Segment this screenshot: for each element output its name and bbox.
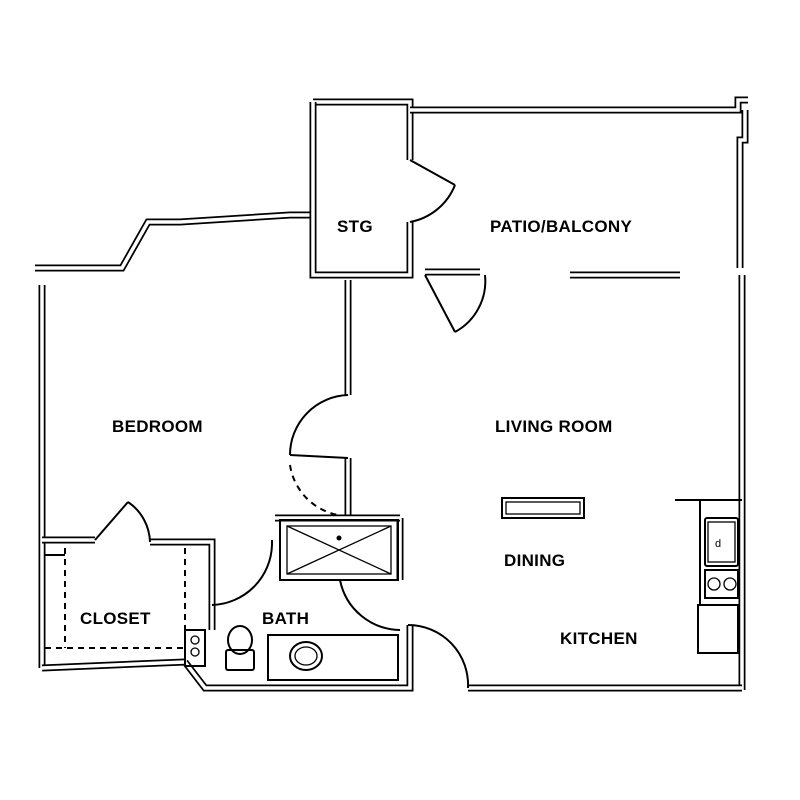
label-patio: PATIO/BALCONY [490, 217, 632, 236]
label-bedroom: BEDROOM [112, 417, 203, 436]
walls [35, 96, 749, 692]
label-living-room: LIVING ROOM [495, 417, 613, 436]
label-kitchen: KITCHEN [560, 629, 638, 648]
label-dining: DINING [504, 551, 565, 570]
bath-fixtures [184, 519, 399, 681]
label-closet: CLOSET [80, 609, 151, 628]
label-storage: STG [337, 217, 373, 236]
closet-details [45, 548, 186, 649]
doors [94, 159, 487, 689]
label-bath: BATH [262, 609, 309, 628]
kitchen-fixtures: d [501, 497, 742, 654]
svg-text:d: d [715, 538, 721, 550]
